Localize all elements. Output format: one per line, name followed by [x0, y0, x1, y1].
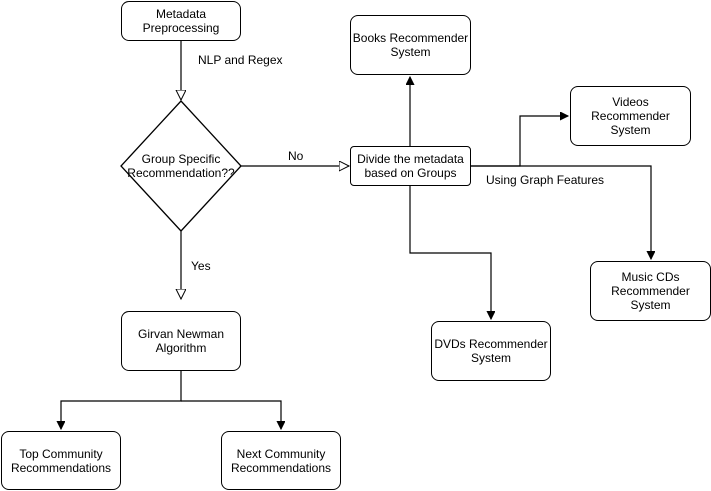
edge-girvan-to-next [181, 400, 281, 429]
next-community-node: Next Community Recommendations [221, 431, 341, 490]
metadata-preprocessing-label: Metadata Preprocessing [142, 7, 220, 35]
top-community-label: Top Community Recommendations [10, 446, 112, 475]
edge-girvan-to-top [61, 371, 182, 429]
books-recommender-label: Books Recommender System [352, 31, 469, 59]
metadata-preprocessing-node: Metadata Preprocessing [121, 1, 241, 41]
videos-recommender-node: Videos Recommender System [570, 86, 691, 146]
edge-label-no: No [288, 149, 304, 163]
group-specific-label: Group Specific Recommendation?? [127, 152, 235, 180]
edge-divide-to-dvds [409, 186, 491, 319]
dvds-recommender-label: DVDs Recommender System [434, 337, 548, 365]
next-community-label: Next Community Recommendations [230, 446, 332, 475]
edge-label-graph-features: Using Graph Features [486, 173, 605, 187]
books-recommender-node: Books Recommender System [350, 15, 471, 75]
dvds-recommender-node: DVDs Recommender System [431, 321, 551, 381]
top-community-node: Top Community Recommendations [1, 431, 121, 490]
music-cds-recommender-node: Music CDs Recommender System [590, 261, 711, 321]
edge-divide-to-videos [471, 116, 568, 167]
edge-label-yes: Yes [191, 259, 211, 273]
edge-label-nlp-regex: NLP and Regex [198, 53, 283, 67]
music-cds-recommender-label: Music CDs Recommender System [611, 270, 690, 312]
videos-recommender-label: Videos Recommender System [591, 95, 670, 137]
girvan-newman-node: Girvan Newman Algorithm [121, 311, 241, 371]
divide-metadata-label: Divide the metadata based on Groups [357, 152, 464, 180]
girvan-newman-label: Girvan Newman Algorithm [137, 327, 225, 355]
edge-divide-to-music [471, 165, 651, 259]
divide-metadata-node: Divide the metadata based on Groups [350, 146, 471, 186]
